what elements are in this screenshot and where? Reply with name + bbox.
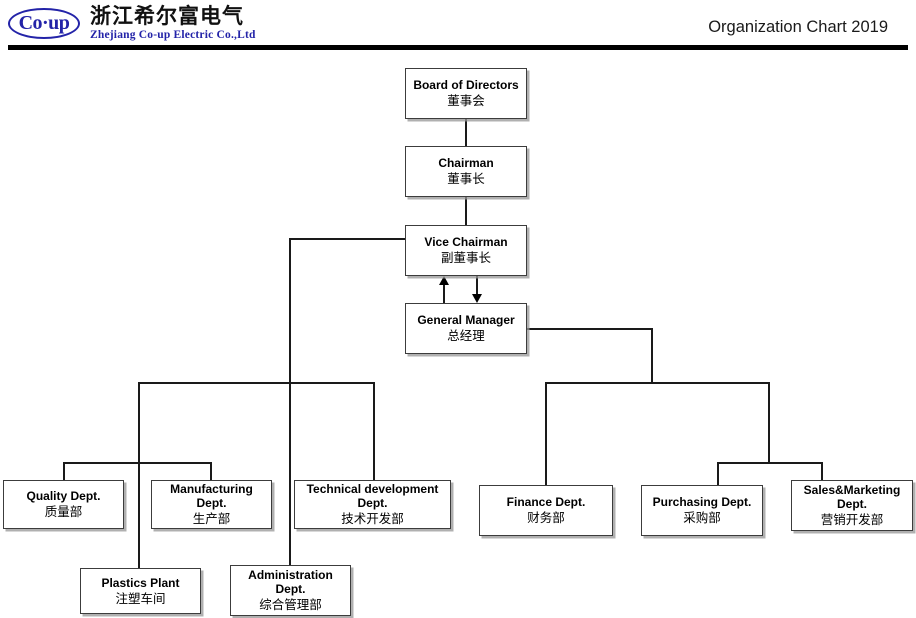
arrow-down-to-general-manager (472, 294, 482, 303)
node-sales-marketing-dept[interactable]: Sales&Marketing Dept. 营销开发部 (791, 480, 913, 531)
node-finance-dept[interactable]: Finance Dept. 财务部 (479, 485, 613, 536)
node-label-en: General Manager (417, 313, 515, 328)
connector-board-to-chairman (465, 119, 467, 146)
node-manufacturing-dept[interactable]: Manufacturing Dept. 生产部 (151, 480, 272, 529)
node-label-cn: 副董事长 (440, 250, 491, 266)
node-label-en: Quality Dept. (26, 489, 101, 504)
node-label-cn: 总经理 (447, 328, 485, 344)
node-label-en: Technical development Dept. (306, 482, 439, 511)
connector-gm-right-stem (527, 328, 652, 330)
connector-vice-left-drop (289, 238, 291, 568)
node-label-en: Sales&Marketing Dept. (803, 483, 901, 512)
node-label-cn: 董事长 (447, 171, 485, 187)
header-divider (8, 45, 908, 50)
node-label-en: Purchasing Dept. (652, 495, 752, 510)
connector-vice-left-stem (289, 238, 406, 240)
connector-drop-plastics-plant (138, 529, 140, 568)
logo-oval-shape (8, 7, 80, 39)
node-label-en: Manufacturing Dept. (170, 482, 253, 511)
connector-chairman-to-vice (465, 197, 467, 225)
node-label-cn: 营销开发部 (820, 512, 884, 528)
connector-gm-to-vice-up (443, 285, 445, 303)
node-plastics-plant[interactable]: Plastics Plant 注塑车间 (80, 568, 201, 614)
connector-drop-finance (545, 382, 547, 485)
connector-right-subbranch-drop (768, 382, 770, 463)
node-label-cn: 技术开发部 (341, 511, 404, 527)
node-label-en: Chairman (438, 156, 494, 171)
node-purchasing-dept[interactable]: Purchasing Dept. 采购部 (641, 485, 763, 536)
node-label-cn: 财务部 (527, 510, 565, 526)
node-general-manager[interactable]: General Manager 总经理 (405, 303, 527, 354)
connector-quality-manufacturing-bar (63, 462, 211, 464)
connector-drop-technical (373, 382, 375, 480)
connector-drop-purchasing (717, 462, 719, 485)
node-label-en: Finance Dept. (506, 495, 586, 510)
arrow-up-to-vice-chairman (439, 276, 449, 285)
node-label-en: Board of Directors (413, 78, 519, 93)
connector-right-distribution-bar (545, 382, 769, 384)
node-board-of-directors[interactable]: Board of Directors 董事会 (405, 68, 527, 119)
node-label-cn: 生产部 (192, 511, 231, 527)
connector-purchasing-sales-bar (717, 462, 822, 464)
page-header: Co·up 浙江希尔富电气 Zhejiang Co-up Electric Co… (0, 0, 916, 50)
node-technical-development-dept[interactable]: Technical development Dept. 技术开发部 (294, 480, 451, 529)
node-administration-dept[interactable]: Administration Dept. 综合管理部 (230, 565, 351, 616)
node-label-cn: 董事会 (447, 93, 485, 109)
node-label-en: Plastics Plant (101, 575, 180, 590)
node-label-en: Vice Chairman (424, 235, 508, 250)
coup-oval-logo-icon: Co·up (8, 7, 80, 39)
company-logo: Co·up 浙江希尔富电气 Zhejiang Co-up Electric Co… (8, 4, 256, 43)
node-label-cn: 综合管理部 (259, 597, 322, 613)
connector-left-distribution-bar (138, 382, 375, 384)
page-title: Organization Chart 2019 (708, 18, 888, 36)
company-name-cn: 浙江希尔富电气 (90, 4, 244, 28)
node-chairman[interactable]: Chairman 董事长 (405, 146, 527, 197)
node-quality-dept[interactable]: Quality Dept. 质量部 (3, 480, 124, 529)
connector-vice-to-gm-down (476, 276, 478, 294)
connector-drop-quality (63, 462, 65, 480)
company-name-en: Zhejiang Co-up Electric Co.,Ltd (90, 29, 256, 42)
connector-left-rail (138, 382, 140, 568)
connector-gm-right-drop (651, 328, 653, 382)
connector-drop-manufacturing (210, 462, 212, 480)
company-name-block: 浙江希尔富电气 Zhejiang Co-up Electric Co.,Ltd (90, 4, 256, 43)
node-label-cn: 采购部 (683, 510, 721, 526)
node-label-cn: 注塑车间 (115, 590, 166, 606)
node-vice-chairman[interactable]: Vice Chairman 副董事长 (405, 225, 527, 276)
node-label-cn: 质量部 (44, 504, 83, 520)
logo-wordmark: Co·up (18, 12, 70, 35)
connector-drop-sales (821, 462, 823, 480)
node-label-en: Administration Dept. (248, 568, 333, 597)
